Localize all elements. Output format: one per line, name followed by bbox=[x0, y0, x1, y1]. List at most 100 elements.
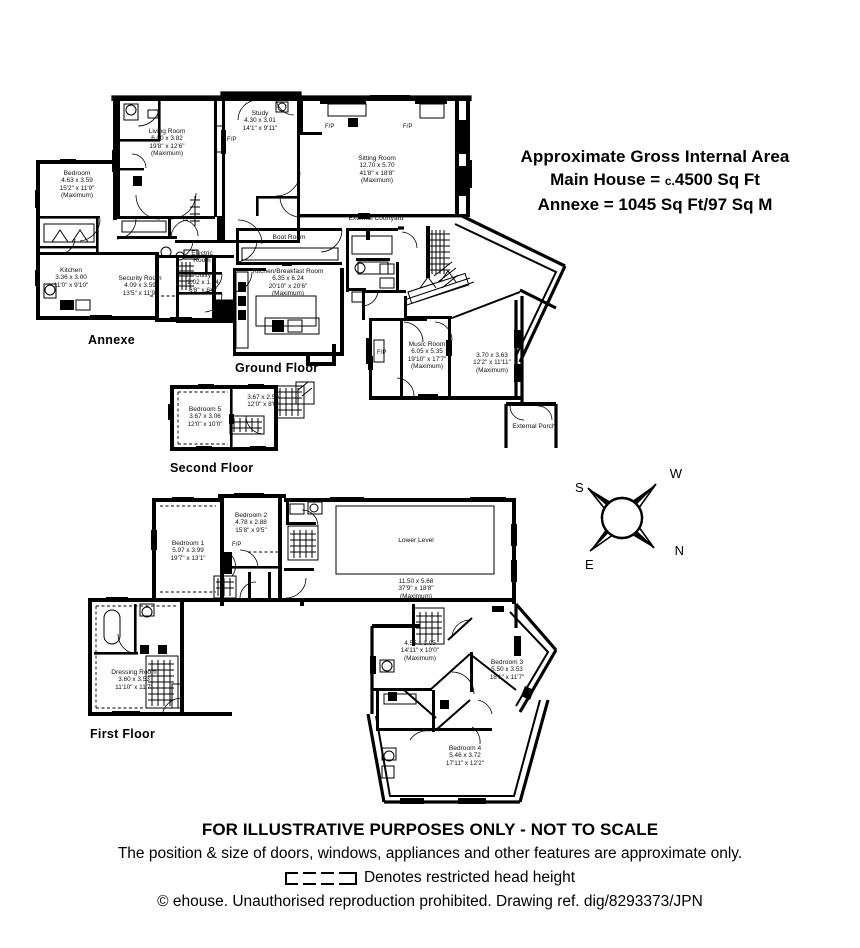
room-label-boot-room: Boot Room bbox=[249, 234, 329, 241]
room-note: (Maximum) bbox=[411, 362, 443, 370]
room-imperial: 19'8" x 12'6" bbox=[149, 142, 185, 150]
room-note: (Maximum) bbox=[272, 289, 304, 297]
room-name: External Porch bbox=[512, 423, 556, 430]
room-label-bedroom-3: Bedroom 3 5.50 x 3.53 18'1" x 11'7" bbox=[472, 659, 542, 681]
room-metric: 4.55 x 3.05 bbox=[404, 640, 436, 647]
room-metric: 4.63 x 3.59 bbox=[61, 177, 93, 185]
room-name: Lower Level bbox=[398, 537, 434, 544]
room-imperial: 14'1" x 9'11" bbox=[242, 124, 278, 132]
room-name: Dressing Room bbox=[111, 669, 157, 676]
room-note: (Maximum) bbox=[404, 654, 436, 662]
room-metric: 6.35 x 6.24 bbox=[272, 275, 304, 283]
floor-label-first: First Floor bbox=[90, 727, 156, 741]
room-imperial: 14'11" x 10'0" bbox=[400, 647, 440, 655]
room-imperial: 13'5" x 11'9" bbox=[122, 289, 158, 297]
compass-label-e: E bbox=[585, 557, 594, 572]
room-imperial: 6'8" x 6'0" bbox=[189, 286, 217, 294]
room-metric: 5.46 x 3.72 bbox=[449, 752, 481, 760]
room-label-utility: Utility 2.02 x 1.84 6'8" x 6'0" bbox=[180, 272, 226, 294]
room-label-lower-level: Lower Level bbox=[362, 537, 470, 544]
room-imperial: 19'10" x 17'7" bbox=[407, 355, 447, 363]
room-imperial: 18'1" x 11'7" bbox=[489, 673, 525, 681]
fireplace-label-bedroom-2: F/P bbox=[232, 542, 242, 548]
room-label-external-porch: External Porch bbox=[512, 423, 556, 430]
fireplace-label-sitting-1: F/P bbox=[325, 124, 335, 130]
room-name: Bedroom 2 bbox=[234, 512, 268, 519]
room-name: Kitchen/Breakfast Room bbox=[252, 268, 324, 275]
room-label-living-room: Living Room 6.00 x 3.82 19'8" x 12'6" (M… bbox=[125, 128, 209, 157]
room-label-bedroom-1: Bedroom 1 5.97 x 3.99 19'7" x 13'1" bbox=[156, 540, 220, 562]
footer-copyright: © ehouse. Unauthorised reproduction proh… bbox=[157, 893, 703, 910]
room-metric: 4.09 x 3.59 bbox=[124, 282, 156, 290]
room-imperial: 11'0" x 9'10" bbox=[53, 281, 89, 289]
room-label-ground-side-room: 3.70 x 3.63 12'2" x 11'11" (Maximum) bbox=[452, 352, 532, 374]
footer-disclaimer-title: FOR ILLUSTRATIVE PURPOSES ONLY - NOT TO … bbox=[201, 820, 659, 839]
fireplace-label-study: F/P bbox=[227, 137, 237, 143]
room-imperial: 15'2" x 11'9" bbox=[59, 184, 95, 192]
footer-head-height-text: Denotes restricted head height bbox=[363, 869, 576, 886]
room-imperial: 15'8" x 9'5" bbox=[235, 526, 267, 534]
room-label-kitchen-breakfast-room: Kitchen/Breakfast Room 6.35 x 6.24 20'10… bbox=[230, 268, 346, 297]
room-dims-lower-level: 11.50 x 5.68 37'9" x 18'8" (Maximum) bbox=[362, 578, 470, 600]
room-label-security-room: Security Room 4.09 x 3.59 13'5" x 11'9" bbox=[100, 275, 180, 297]
fireplace-label-sitting-2: F/P bbox=[403, 124, 413, 130]
room-note: (Maximum) bbox=[151, 149, 183, 157]
room-note: (Maximum) bbox=[400, 592, 432, 600]
room-metric: 2.02 x 1.84 bbox=[187, 279, 219, 287]
room-imperial: 12'2" x 11'11" bbox=[473, 359, 511, 367]
room-name: Sitting Room bbox=[358, 155, 396, 162]
room-imperial: 37'9" x 18'8" bbox=[398, 585, 434, 593]
room-label-bedroom-4: Bedroom 4 5.46 x 3.72 17'11" x 12'2" bbox=[430, 745, 500, 767]
room-name: Bedroom 5 bbox=[188, 406, 222, 413]
room-imperial: 20'10" x 20'6" bbox=[268, 282, 308, 290]
room-name: Boot Room bbox=[272, 234, 306, 241]
room-label-bedroom-5: Bedroom 5 3.67 x 3.06 12'0" x 10'0" bbox=[176, 406, 234, 428]
compass-label-s: S bbox=[575, 480, 584, 495]
room-metric: 5.50 x 3.53 bbox=[491, 666, 523, 674]
room-metric: 5.97 x 3.99 bbox=[172, 547, 204, 555]
room-imperial: 19'7" x 13'1" bbox=[170, 554, 206, 562]
room-label-annexe-kitchen: Kitchen 3.36 x 3.00 11'0" x 9'10" bbox=[40, 267, 102, 289]
room-label-external-courtyard: External Courtyard bbox=[330, 215, 422, 222]
room-label-sitting-room: Sitting Room 12.70 x 5.70 41'8" x 18'8" … bbox=[335, 155, 419, 184]
room-name: Utility bbox=[194, 272, 212, 279]
ground-floor-plan bbox=[35, 91, 567, 448]
floor-label-ground: Ground Floor bbox=[235, 361, 319, 375]
room-label-music-room: Music Room 6.05 x 5.35 19'10" x 17'7" (M… bbox=[382, 341, 472, 370]
room-name: Living Room bbox=[148, 128, 186, 135]
second-floor-plan bbox=[168, 381, 315, 451]
compass-rose bbox=[587, 483, 657, 552]
room-label-electric-room: Electric Room bbox=[182, 250, 222, 264]
compass-label-n: N bbox=[674, 543, 684, 558]
restricted-head-height-icon bbox=[284, 871, 357, 885]
room-label-first-landing-room: 4.55 x 3.05 14'11" x 10'0" (Maximum) bbox=[384, 640, 456, 662]
room-name: Bedroom 3 bbox=[490, 659, 524, 666]
footer-approximate-note: The position & size of doors, windows, a… bbox=[117, 845, 743, 862]
area-line-1: Approximate Gross Internal Area bbox=[520, 147, 790, 166]
footer-head-height-note: Denotes restricted head height bbox=[0, 869, 860, 887]
floor-label-second: Second Floor bbox=[170, 461, 254, 475]
room-name: Study bbox=[251, 110, 269, 117]
first-floor-plan bbox=[88, 493, 558, 804]
room-metric: 3.67 x 2.59 bbox=[247, 394, 279, 401]
room-note: (Maximum) bbox=[476, 366, 508, 374]
gross-internal-area-note: Approximate Gross Internal Area Main Hou… bbox=[470, 146, 840, 217]
room-metric: 4.78 x 2.88 bbox=[235, 519, 267, 527]
room-metric: 3.67 x 3.06 bbox=[189, 413, 221, 421]
room-metric: 6.00 x 3.82 bbox=[151, 135, 183, 143]
room-label-dressing-room: Dressing Room 3.60 x 3.53 11'10" x 11'7" bbox=[96, 669, 172, 691]
room-imperial: 12'0" x 8'6" bbox=[247, 401, 279, 409]
room-name: Kitchen bbox=[60, 267, 82, 274]
room-label-annexe-bedroom: Bedroom 4.63 x 3.59 15'2" x 11'9" (Maxim… bbox=[42, 170, 112, 199]
room-metric: 3.70 x 3.63 bbox=[476, 352, 508, 359]
footer-notes: FOR ILLUSTRATIVE PURPOSES ONLY - NOT TO … bbox=[0, 820, 860, 911]
room-label-second-side-room: 3.67 x 2.59 12'0" x 8'6" bbox=[235, 394, 291, 409]
room-imperial: 12'0" x 10'0" bbox=[187, 420, 223, 428]
floor-label-annexe: Annexe bbox=[88, 333, 135, 347]
room-label-study: Study 4.30 x 3.01 14'1" x 9'11" bbox=[224, 110, 296, 132]
room-metric: 3.36 x 3.00 bbox=[55, 274, 87, 282]
fireplace-label-music: F/P bbox=[377, 350, 387, 356]
room-metric: 4.30 x 3.01 bbox=[244, 117, 276, 125]
